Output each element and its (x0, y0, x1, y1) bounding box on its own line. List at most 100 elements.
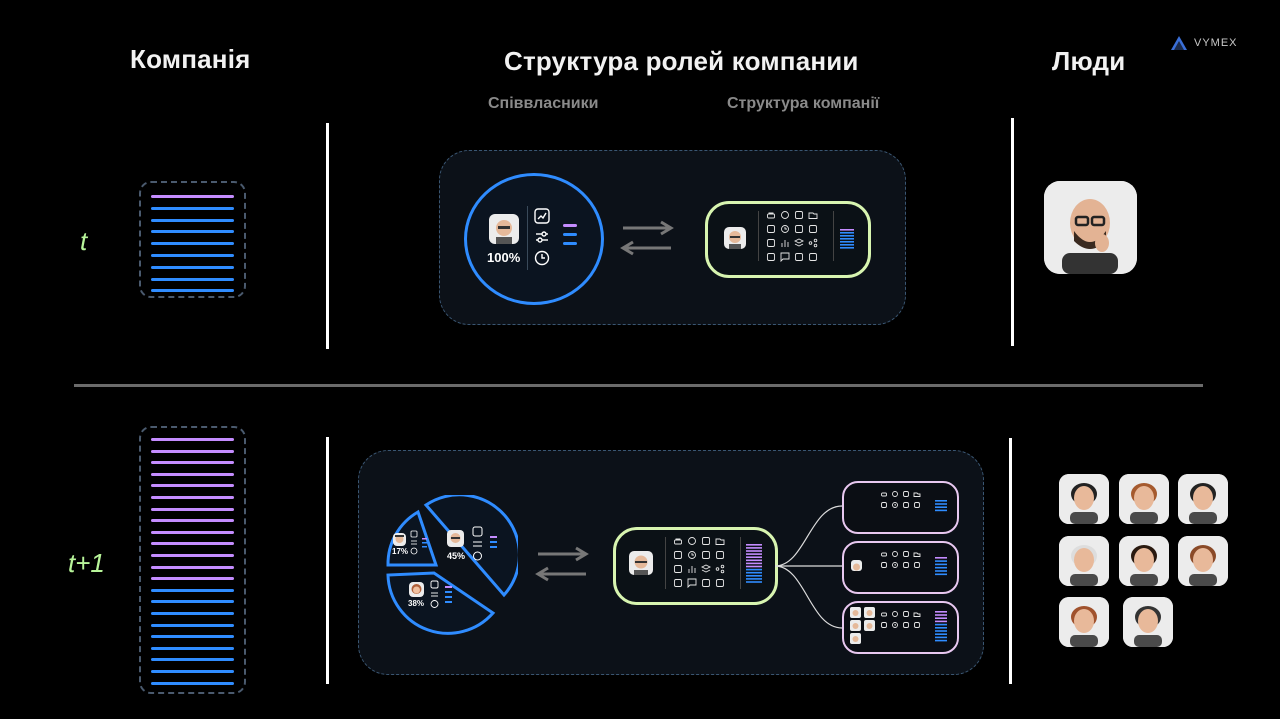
role-bar (151, 519, 234, 523)
bald-man-glasses-avatar-icon (496, 220, 512, 244)
mini-role-bar (746, 547, 762, 549)
structure-bars-t (840, 229, 854, 249)
square-icon (767, 225, 775, 233)
mini-role-bar (746, 568, 762, 571)
pie-slice-45 (423, 495, 518, 598)
structure-bars-t1 (746, 544, 762, 583)
divider-right-bottom (1009, 438, 1012, 684)
role-bar (151, 277, 234, 281)
folder-icon (808, 212, 818, 219)
sub-card-bars (935, 500, 947, 512)
woman-glasses-avatar-icon (1178, 536, 1228, 586)
slice-17-icons (410, 530, 427, 555)
mini-role-bar (746, 556, 762, 558)
mini-role-bar (746, 550, 762, 552)
lock-icon (881, 552, 887, 557)
mini-role-bar (746, 553, 762, 555)
mini-role-bar (935, 506, 947, 508)
lock-icon (767, 212, 775, 219)
chart-up-icon (716, 579, 724, 587)
square-icon (903, 611, 909, 617)
mini-role-bar (746, 544, 762, 546)
owner-avatar-38 (409, 582, 424, 597)
man-beard-bun-avatar-icon (1119, 536, 1169, 586)
role-bar (151, 554, 234, 557)
logo-text: VYMEX (1194, 37, 1238, 49)
circle-check-icon (892, 491, 898, 497)
square-icon (674, 551, 682, 559)
mini-role-bar (746, 581, 762, 583)
bars-icon (688, 566, 696, 573)
role-icons-grid (881, 551, 921, 568)
circle-check-icon (892, 611, 898, 617)
owner-share-45: 45% (447, 551, 466, 561)
mini-role-bar (935, 560, 947, 562)
row-label-t: t (80, 226, 88, 256)
role-bar (151, 496, 234, 499)
chart-up-icon (534, 208, 550, 224)
role-bar (151, 218, 234, 222)
mini-role-bar (935, 617, 947, 619)
role-bar (151, 530, 234, 534)
mini-role-bar (935, 639, 947, 642)
owner-avatar-45 (447, 530, 464, 547)
person-avatar (1059, 474, 1109, 524)
role-bar (151, 646, 234, 650)
role-bar (151, 206, 234, 210)
mini-role-bar (935, 573, 947, 576)
owner-circle-t (464, 173, 604, 305)
role-bar (151, 289, 234, 293)
mini-role-bar (935, 509, 947, 512)
lock-icon (881, 492, 887, 497)
mini-role-bar (840, 241, 854, 243)
chart-up-icon (914, 622, 920, 628)
square-icon (702, 537, 710, 545)
role-bar (151, 542, 234, 546)
clock-icon (892, 562, 898, 568)
role-icons-grid (881, 611, 921, 628)
role-bar (151, 195, 234, 198)
clock-icon (534, 250, 550, 266)
man-cap-glasses-avatar-icon (1059, 474, 1109, 524)
role-icons-grid (674, 537, 725, 589)
mini-role-bar (746, 559, 762, 562)
owner-bars-t (563, 224, 577, 246)
owners-pie-t1 (386, 495, 518, 635)
role-bar (151, 461, 234, 465)
woman-auburn-avatar-icon (1059, 597, 1109, 647)
lock-icon (881, 612, 887, 617)
role-bar (151, 623, 234, 627)
divider-left-bottom (326, 437, 329, 684)
square-icon (702, 551, 710, 559)
folder-icon (913, 612, 921, 617)
divider-left-top (326, 123, 329, 349)
role-bar (151, 265, 234, 269)
square-icon (881, 622, 887, 628)
sub-card-bars (935, 611, 947, 642)
company-stack-t1 (139, 426, 246, 694)
layers-icon (793, 238, 805, 247)
chart-up-icon (809, 225, 817, 233)
folder-icon (913, 492, 921, 497)
owner-avatar-t (489, 214, 519, 244)
chart-up-icon (914, 502, 920, 508)
circle-check-icon (892, 551, 898, 557)
mini-role-bar (840, 235, 854, 237)
owner-divider-t (527, 206, 528, 270)
man-beanie-avatar-icon (1123, 597, 1173, 647)
mini-role-bar (840, 232, 854, 234)
role-bar (151, 484, 234, 488)
owner-avatar-17 (393, 533, 406, 546)
person-avatar (1119, 474, 1169, 524)
role-icons-grid (767, 211, 818, 263)
sliders-icon (767, 239, 775, 247)
exchange-arrows-icon (535, 546, 589, 582)
role-bar (151, 577, 234, 581)
square-icon (903, 502, 909, 508)
mini-role-bar (935, 630, 947, 632)
sliders-icon (674, 565, 682, 573)
bars-icon (781, 240, 789, 247)
mini-role-bar (746, 578, 762, 580)
structure-avatar-t (724, 227, 746, 249)
structure-avatar-t1 (629, 551, 653, 575)
